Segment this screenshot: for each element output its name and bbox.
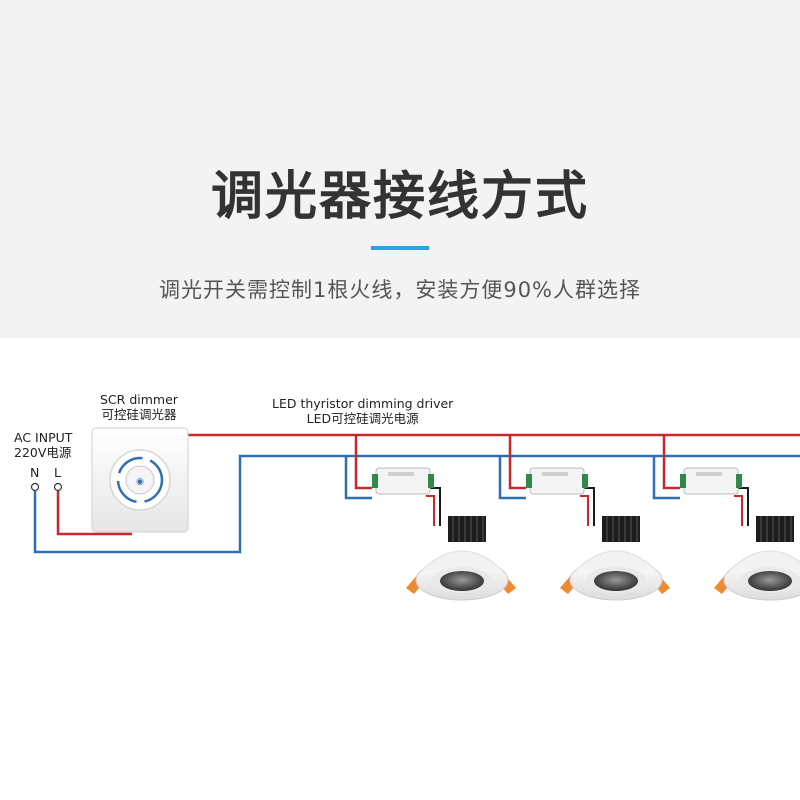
live-label: L [54, 465, 61, 480]
live-wire [56, 433, 800, 536]
page-title: 调光器接线方式 [210, 167, 589, 227]
title-accent-bar [371, 246, 429, 250]
ac-input-label: AC INPUT 220V电源 [14, 430, 73, 460]
light-unit-3 [679, 467, 800, 601]
svg-text:◉: ◉ [136, 477, 144, 487]
wiring-diagram: AC INPUT 220V电源 N L SCR dimmer 可控硅调光器 LE… [0, 338, 800, 800]
driver-label: LED thyristor dimming driver LED可控硅调光电源 [272, 396, 454, 426]
header-banner: 调光器接线方式 调光开关需控制1根火线，安装方便90%人群选择 [0, 0, 800, 338]
live-terminal [53, 482, 63, 492]
light-unit-2 [525, 467, 671, 601]
neutral-label: N [30, 465, 40, 480]
wiring-svg: ◉ [30, 427, 800, 601]
light-unit-1 [371, 467, 517, 601]
page-subtitle: 调光开关需控制1根火线，安装方便90%人群选择 [158, 278, 642, 302]
dimmer-label: SCR dimmer 可控硅调光器 [100, 392, 178, 422]
neutral-terminal [30, 482, 40, 492]
scr-dimmer-switch: ◉ [91, 427, 189, 533]
neutral-wire [33, 454, 800, 554]
